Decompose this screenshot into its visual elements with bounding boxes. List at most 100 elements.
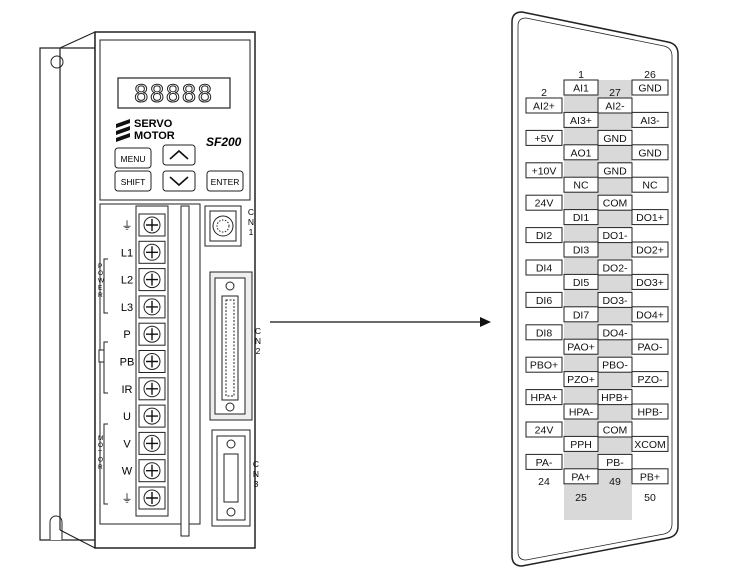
terminal-4: L3 — [121, 295, 166, 319]
cn2-screw-bottom — [225, 402, 235, 412]
svg-text:DI1: DI1 — [573, 212, 590, 224]
cn3-screw-bottom — [226, 507, 236, 517]
pin-number-50: 50 — [644, 492, 656, 504]
pin-di2: DI2 — [525, 227, 563, 244]
pin-hpbminus: HPB- — [631, 403, 669, 420]
pin-pzoplus: PZO+ — [563, 371, 599, 388]
cross-head-icon — [146, 410, 158, 423]
svg-text:HPA-: HPA- — [569, 407, 594, 419]
pin-gnd: GND — [631, 144, 669, 161]
svg-text:DI6: DI6 — [536, 295, 553, 307]
svg-text:24V: 24V — [535, 198, 554, 210]
pin-pbminus: PB- — [597, 453, 633, 470]
brake-bracket — [103, 341, 108, 394]
svg-text:SERVO: SERVO — [134, 118, 173, 130]
svg-text:DO1-: DO1- — [602, 230, 628, 242]
cross-head-icon — [146, 437, 158, 450]
svg-text:PAO+: PAO+ — [567, 342, 595, 354]
pin-di8: DI8 — [525, 324, 563, 341]
pin-ai2plus: AI2+ — [525, 97, 563, 114]
mount-slot-bottom — [49, 515, 63, 540]
pin-xcom: XCOM — [631, 435, 669, 452]
power-bracket — [103, 258, 108, 314]
pin-do3plus: DO3+ — [631, 273, 669, 290]
pin-do4plus: DO4+ — [631, 306, 669, 323]
mount-hole-top — [50, 55, 64, 69]
cross-head-icon — [146, 382, 158, 395]
pin-pbominus: PBO- — [597, 356, 633, 373]
pin-com: COM — [597, 194, 633, 211]
pin-do4minus: DO4- — [597, 324, 633, 341]
pin-pbplus: PB+ — [631, 468, 669, 485]
brake-resistor-symbol — [98, 349, 105, 363]
svg-text:AI3-: AI3- — [640, 115, 660, 127]
terminal-1: ⏚ — [122, 213, 166, 237]
pin-24v: 24V — [525, 194, 563, 211]
model-label: SF200 — [206, 135, 242, 149]
terminal-label: PB — [120, 357, 135, 369]
up-button[interactable] — [162, 144, 196, 166]
terminal-label: L3 — [121, 302, 133, 314]
enter-button[interactable] — [206, 170, 244, 192]
svg-text:AO1: AO1 — [570, 147, 591, 159]
terminal-11: ⏚ — [122, 486, 166, 510]
pin-di1: DI1 — [563, 209, 599, 226]
terminal-label: L2 — [121, 275, 133, 287]
connection-arrow — [270, 317, 491, 327]
menu-button[interactable] — [114, 147, 152, 169]
svg-text:HPB-: HPB- — [637, 407, 663, 419]
pin-ai3plus: AI3+ — [563, 111, 599, 128]
terminal-9: V — [123, 431, 166, 455]
svg-text:HPB+: HPB+ — [601, 392, 629, 404]
svg-text:DI8: DI8 — [536, 327, 553, 339]
pin-gnd: GND — [597, 129, 633, 146]
svg-text:DI4: DI4 — [536, 263, 553, 275]
svg-text:PZO+: PZO+ — [567, 374, 595, 386]
pin-24v: 24V — [525, 421, 563, 438]
svg-text:DI2: DI2 — [536, 230, 553, 242]
terminal-label: U — [123, 411, 131, 423]
terminal-label: ⏚ — [122, 492, 133, 505]
terminal-8: U — [123, 404, 166, 428]
svg-text:GND: GND — [603, 165, 627, 177]
pin-di6: DI6 — [525, 291, 563, 308]
svg-text:MOTOR: MOTOR — [134, 130, 175, 142]
svg-text:DO4-: DO4- — [602, 327, 628, 339]
cross-head-icon — [146, 328, 158, 341]
pin-pboplus: PBO+ — [525, 356, 563, 373]
pin-number-26: 26 — [644, 69, 656, 81]
menu-button-label: MENU — [120, 154, 145, 164]
pin-nc: NC — [631, 176, 669, 193]
svg-text:PBO+: PBO+ — [530, 360, 558, 372]
svg-text:DI5: DI5 — [573, 277, 590, 289]
terminal-label: V — [123, 438, 131, 450]
pin-hpaminus: HPA- — [563, 403, 599, 420]
svg-text:GND: GND — [603, 133, 627, 145]
shift-button[interactable] — [114, 170, 152, 192]
terminal-2: L1 — [121, 240, 166, 264]
svg-text:AI2+: AI2+ — [533, 101, 555, 113]
terminal-label: ⏚ — [122, 219, 133, 232]
pin-pph: PPH — [563, 435, 599, 452]
cross-head-icon — [146, 219, 158, 231]
pin-di4: DI4 — [525, 259, 563, 276]
svg-text:AI1: AI1 — [573, 83, 589, 95]
svg-text:COM: COM — [603, 198, 628, 210]
terminal-cover-edge — [180, 205, 190, 537]
down-button[interactable] — [162, 170, 196, 192]
cross-head-icon — [146, 246, 158, 259]
pin-ai1: AI1 — [563, 79, 599, 96]
terminal-6: PB — [120, 350, 166, 373]
cn2-pinout: AI2++5V+10V24VDI2DI4DI6DI8PBO+HPA+24VPA-… — [511, 11, 679, 567]
pin-ai2minus: AI2- — [597, 97, 633, 114]
pin-di3: DI3 — [563, 241, 599, 258]
motor-bracket — [103, 423, 108, 505]
svg-text:NC: NC — [642, 180, 658, 192]
pin-gnd: GND — [597, 162, 633, 179]
pin-plus5v: +5V — [525, 129, 563, 146]
drive-heatsink — [39, 47, 96, 541]
